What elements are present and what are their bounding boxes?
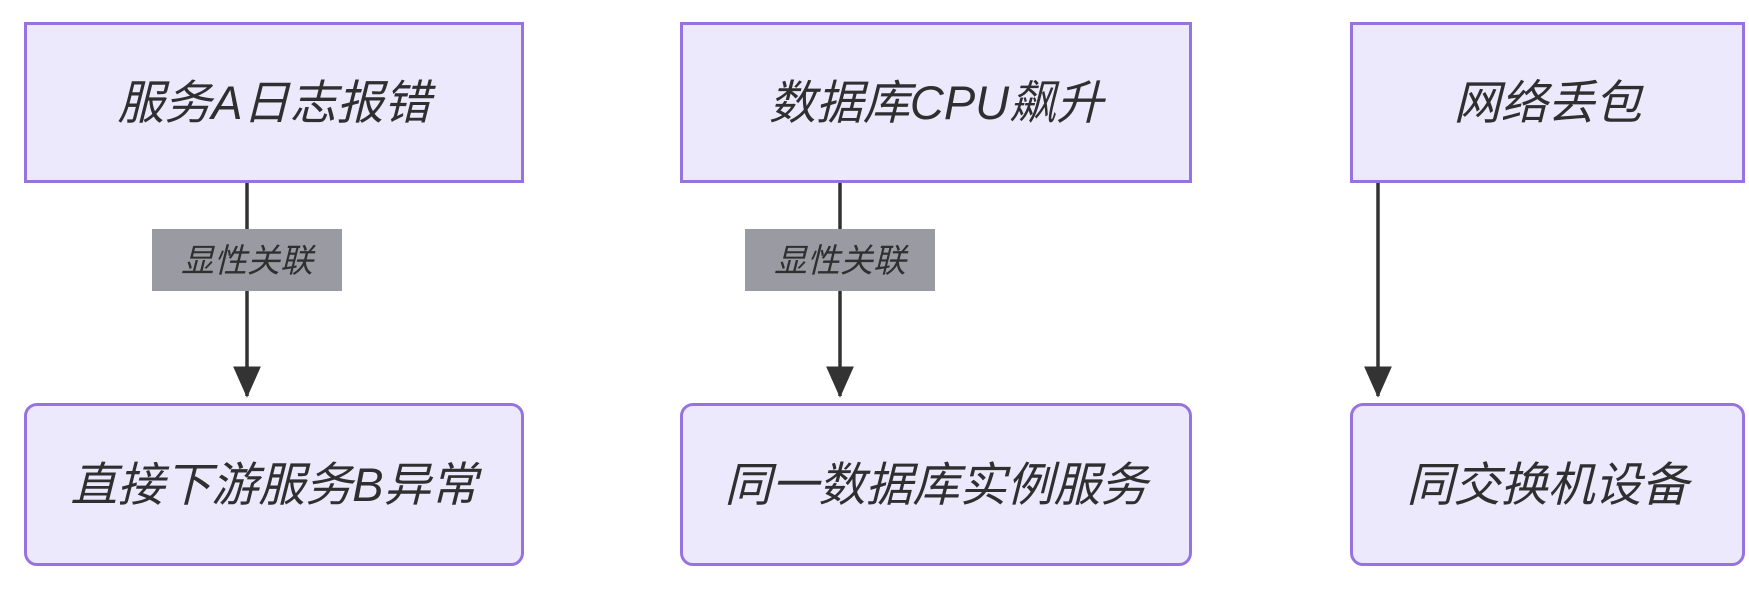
flow-node-label: 数据库CPU飙升	[768, 75, 1104, 129]
edge-label-text: 显性关联	[181, 241, 313, 279]
edge-label-explicit-correlation-1: 显性关联	[152, 229, 342, 291]
edge-label-explicit-correlation-2: 显性关联	[745, 229, 935, 291]
flow-node-label: 直接下游服务B异常	[70, 457, 478, 511]
flow-node-service-a-log-error[interactable]: 服务A日志报错	[24, 22, 524, 183]
flow-node-same-switch-device[interactable]: 同交换机设备	[1350, 403, 1745, 566]
flow-node-label: 同交换机设备	[1406, 457, 1689, 511]
edge-label-text: 显性关联	[774, 241, 906, 279]
flow-node-downstream-service-b-abnormal[interactable]: 直接下游服务B异常	[24, 403, 524, 566]
flow-node-label: 网络丢包	[1453, 75, 1642, 129]
flow-node-label: 同一数据库实例服务	[724, 457, 1148, 511]
flow-node-same-database-instance-service[interactable]: 同一数据库实例服务	[680, 403, 1192, 566]
flow-node-database-cpu-spike[interactable]: 数据库CPU飙升	[680, 22, 1192, 183]
flow-node-label: 服务A日志报错	[117, 75, 431, 129]
flow-node-network-packet-loss[interactable]: 网络丢包	[1350, 22, 1745, 183]
